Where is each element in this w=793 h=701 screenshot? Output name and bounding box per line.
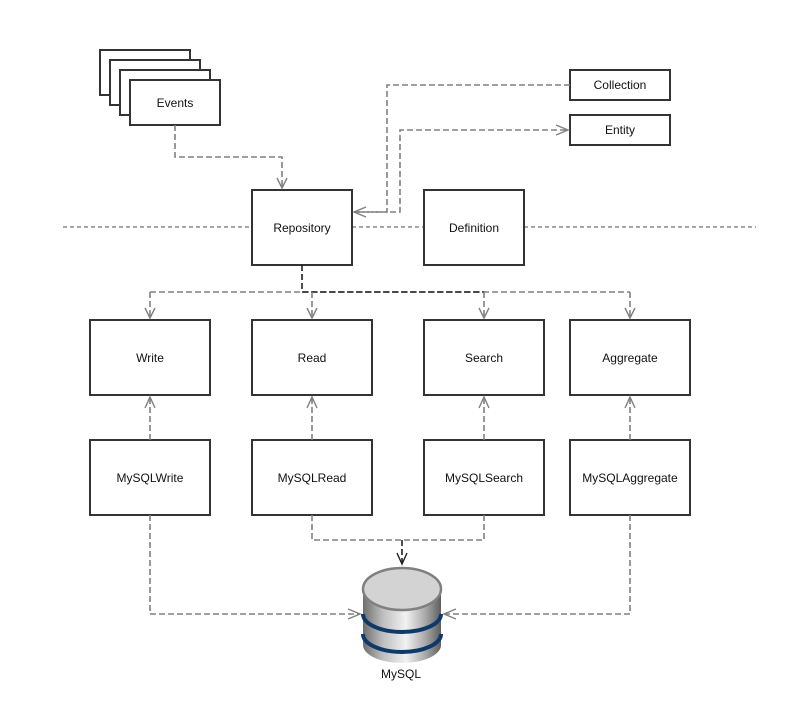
edges-implements [144, 395, 636, 440]
mysql-search-node[interactable]: MySQLSearch [423, 439, 545, 516]
aggregate-node[interactable]: Aggregate [569, 319, 691, 396]
read-node[interactable]: Read [251, 319, 373, 396]
edge-repository-entity [354, 124, 570, 213]
write-label: Write [136, 351, 164, 365]
mysql-database-node[interactable]: MySQL [361, 566, 443, 681]
edge-events-repository [174, 125, 288, 190]
mysql-read-node[interactable]: MySQLRead [251, 439, 373, 516]
definition-label: Definition [449, 221, 499, 235]
edge-repository-interfaces [144, 265, 636, 320]
events-label: Events [157, 96, 194, 110]
mysql-aggregate-label: MySQLAggregate [582, 471, 678, 485]
entity-node[interactable]: Entity [569, 114, 671, 146]
mysql-label: MySQL [381, 667, 421, 681]
search-node[interactable]: Search [423, 319, 545, 396]
aggregate-label: Aggregate [602, 351, 658, 365]
repository-node[interactable]: Repository [251, 189, 353, 266]
collection-node[interactable]: Collection [569, 69, 671, 101]
mysql-read-label: MySQLRead [278, 471, 347, 485]
mysql-write-node[interactable]: MySQLWrite [89, 439, 211, 516]
mysql-aggregate-node[interactable]: MySQLAggregate [569, 439, 691, 516]
collection-label: Collection [594, 78, 647, 92]
read-label: Read [298, 351, 327, 365]
write-node[interactable]: Write [89, 319, 211, 396]
edges-to-mysql [149, 515, 631, 620]
mysql-search-label: MySQLSearch [445, 471, 523, 485]
events-node[interactable]: Events [99, 49, 221, 126]
database-icon [361, 566, 443, 663]
entity-label: Entity [605, 123, 635, 137]
definition-node[interactable]: Definition [423, 189, 525, 266]
mysql-write-label: MySQLWrite [117, 471, 184, 485]
search-label: Search [465, 351, 503, 365]
repository-label: Repository [273, 221, 330, 235]
